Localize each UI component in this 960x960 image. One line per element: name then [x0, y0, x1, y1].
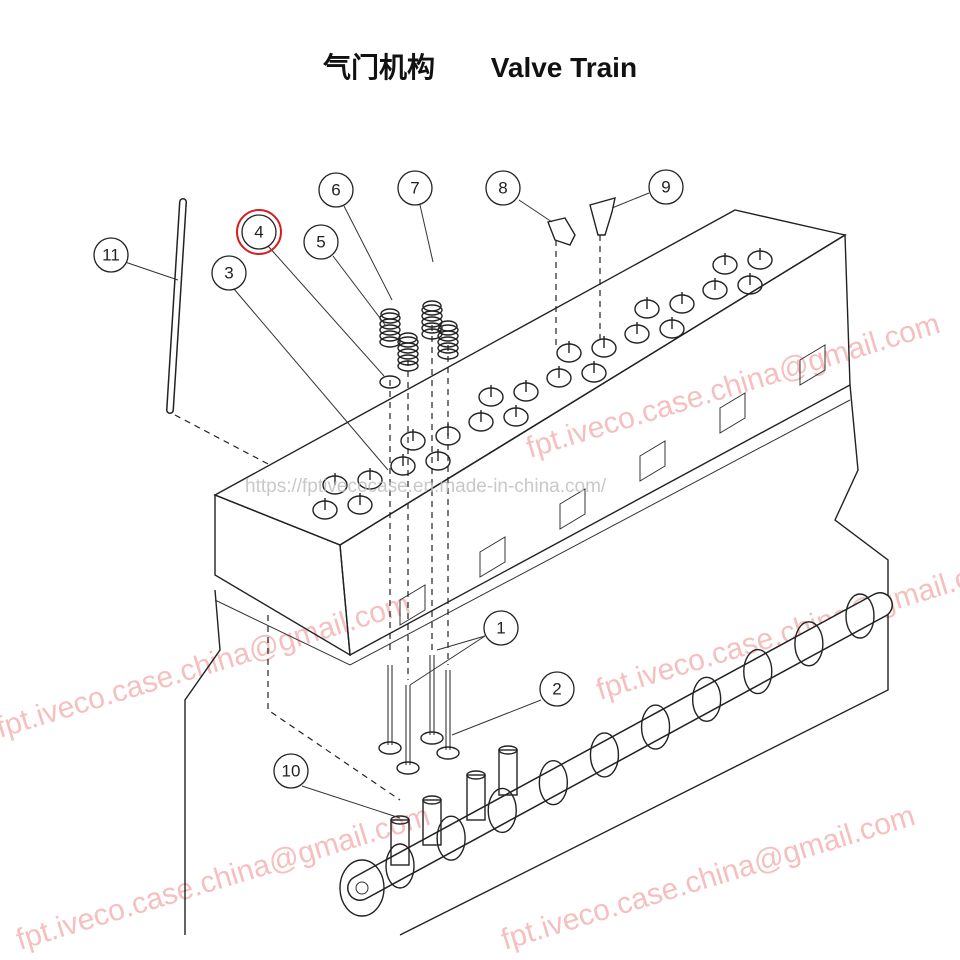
- cylinder-head: [213, 209, 851, 657]
- callout-4[interactable]: 4: [236, 209, 282, 255]
- callout-10: 10: [273, 753, 309, 789]
- exhaust-port: [559, 488, 586, 530]
- valve: [436, 670, 460, 760]
- cam-lobe: [538, 759, 569, 806]
- watermark-text: fpt.iveco.case.china@gmail.com: [522, 307, 943, 464]
- valve: [420, 655, 444, 745]
- callout-1: 1: [483, 610, 519, 646]
- valve-retainer: [425, 449, 451, 471]
- svg-text:1: 1: [496, 619, 505, 638]
- tappet: [498, 745, 518, 796]
- exhaust-port: [639, 440, 666, 482]
- url-watermark: https://fptivecocase.en.made-in-china.co…: [245, 476, 607, 497]
- title-chinese: 气门机构: [322, 51, 435, 84]
- valve-retainer: [702, 278, 728, 300]
- exhaust-port: [479, 536, 506, 578]
- valve-retainer: [581, 361, 607, 383]
- svg-text:5: 5: [316, 233, 325, 252]
- callout-6: 6: [318, 172, 354, 208]
- valve-retainer: [312, 498, 338, 520]
- cam-lobe: [487, 787, 517, 834]
- svg-text:4: 4: [254, 223, 263, 242]
- watermark-text: fpt.iveco.case.china@gmail.com: [497, 799, 918, 956]
- callout-3: 3: [211, 255, 247, 291]
- leader-lines: [124, 192, 650, 819]
- engine-block: [184, 384, 889, 936]
- assembly-guide-lines: [174, 235, 601, 801]
- valve: [396, 685, 420, 775]
- valve-retainer: [591, 336, 617, 358]
- cam-lobe: [845, 593, 875, 639]
- exhaust-port: [799, 344, 826, 386]
- cam-lobe: [385, 843, 415, 889]
- valve-spring: [437, 320, 459, 360]
- valve-retainer: [712, 253, 738, 275]
- tappet: [466, 770, 486, 821]
- valve-retainer: [478, 385, 504, 407]
- valve-retainer: [669, 292, 695, 314]
- spring-retainer: [438, 320, 458, 332]
- valve-retainer: [390, 454, 416, 476]
- exhaust-port: [399, 584, 426, 626]
- title-english: Valve Train: [490, 52, 638, 83]
- valve-retainer: [737, 273, 763, 295]
- valve-retainer: [347, 493, 373, 515]
- cam-lobe: [640, 704, 671, 750]
- callout-9: 9: [648, 169, 684, 205]
- exhaust-port: [719, 392, 746, 434]
- spring-seat-washer: [379, 375, 401, 389]
- diagram-title: 气门机构 Valve Train: [0, 46, 960, 86]
- spring-retainer: [422, 300, 442, 312]
- svg-text:3: 3: [224, 264, 233, 283]
- callout-8: 8: [485, 170, 521, 206]
- valve-retainer: [322, 473, 348, 495]
- valve: [378, 665, 402, 755]
- valve-retainer: [634, 297, 660, 319]
- camshaft: [339, 592, 893, 917]
- cam-lobe: [743, 648, 773, 695]
- svg-text:6: 6: [331, 181, 340, 200]
- valve-retainer: [513, 380, 539, 402]
- valve-retainer: [556, 341, 582, 363]
- svg-text:7: 7: [410, 179, 419, 198]
- svg-text:10: 10: [282, 762, 301, 781]
- callout-11: 11: [93, 237, 129, 273]
- callout-2: 2: [539, 671, 575, 707]
- valve-retainer: [546, 366, 572, 388]
- spring-retainer: [398, 332, 418, 344]
- callout-5: 5: [303, 224, 339, 260]
- valve-retainer: [468, 410, 494, 432]
- valve-spring: [379, 308, 401, 348]
- svg-text:8: 8: [498, 179, 507, 198]
- valve-retainer: [400, 429, 426, 451]
- cam-lobe: [794, 621, 824, 667]
- valve-retainer: [624, 322, 650, 344]
- svg-text:2: 2: [552, 680, 561, 699]
- cam-lobe: [691, 676, 722, 723]
- valve-retainer: [357, 468, 383, 490]
- valve-springs: [379, 300, 459, 372]
- callout-7: 7: [397, 170, 433, 206]
- cam-lobe: [436, 815, 466, 861]
- tappet: [390, 815, 410, 866]
- valve-retainer: [503, 405, 529, 427]
- tappets: [390, 745, 518, 866]
- tappet: [422, 795, 442, 846]
- cam-lobe: [589, 732, 620, 778]
- pushrod: [166, 198, 187, 414]
- spring-retainer: [380, 308, 400, 320]
- valve-spring: [397, 332, 419, 372]
- watermark-text: fpt.iveco.case.china@gmail.com: [0, 587, 414, 744]
- rocker-bridge: [547, 197, 616, 246]
- watermark-text: fpt.iveco.case.china@gmail.com: [592, 549, 960, 706]
- highlight-ring: [236, 209, 282, 255]
- svg-text:11: 11: [102, 246, 120, 265]
- valve-retainer: [747, 248, 773, 270]
- valve-retainer: [659, 317, 685, 339]
- valves: [378, 655, 460, 775]
- svg-text:9: 9: [661, 178, 670, 197]
